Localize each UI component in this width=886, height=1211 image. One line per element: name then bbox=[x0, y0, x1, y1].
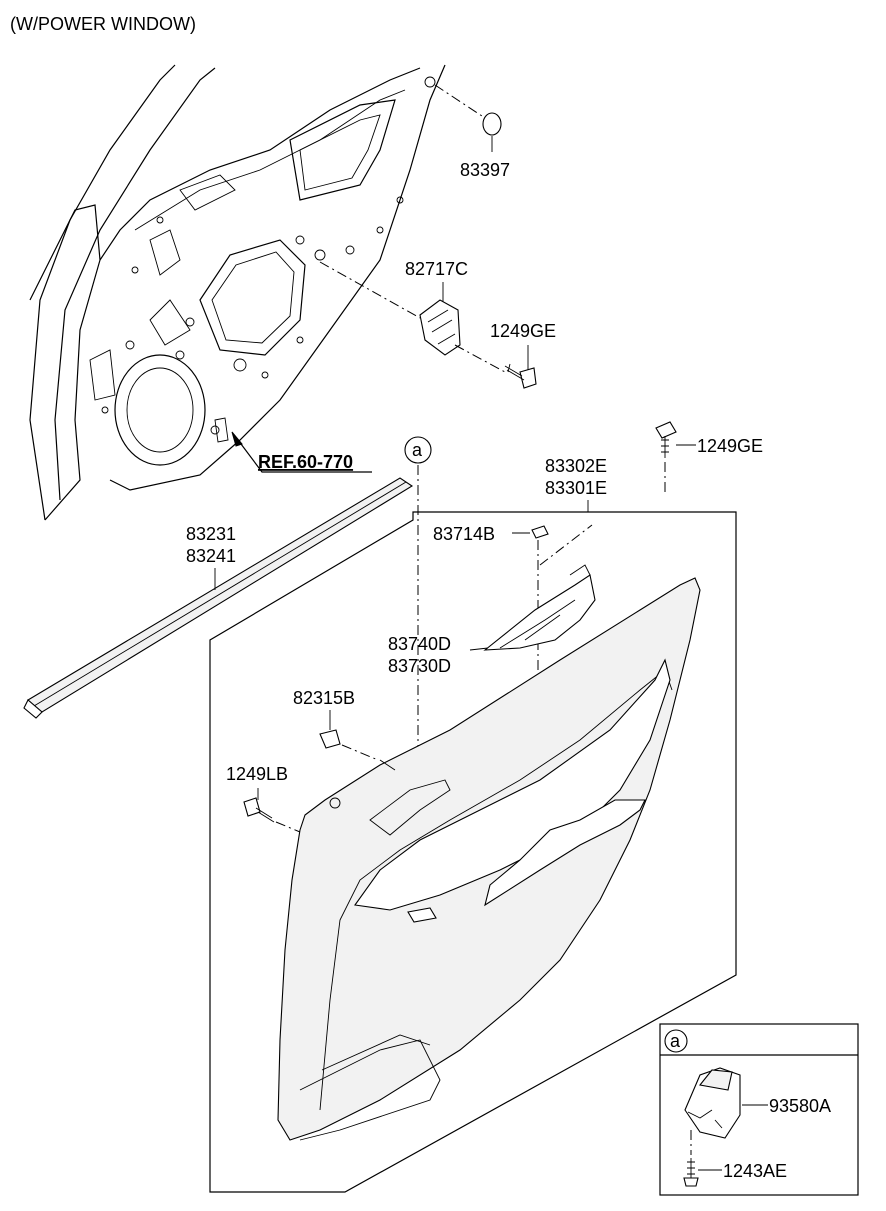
plug-83397-shape bbox=[482, 112, 502, 136]
screw-1249ge-lower-shape bbox=[655, 421, 677, 458]
part-label-83397: 83397 bbox=[460, 160, 510, 180]
screw-1249ge-upper-shape bbox=[504, 363, 537, 389]
weatherstrip-83231-shape bbox=[23, 477, 414, 719]
reference-label: REF.60-770 bbox=[258, 452, 353, 472]
callout-circle-a bbox=[404, 436, 432, 464]
inside-handle-83740d-shape bbox=[483, 564, 596, 651]
callout-letter-a: a bbox=[412, 440, 423, 460]
part-label-82315b: 82315B bbox=[293, 688, 355, 708]
part-label-83301e: 83301E bbox=[545, 478, 607, 498]
part-label-83714b: 83714B bbox=[433, 524, 495, 544]
part-label-82717c: 82717C bbox=[405, 259, 468, 279]
inset-callout-circle bbox=[664, 1029, 688, 1053]
part-label-1243ae: 1243AE bbox=[723, 1161, 787, 1181]
window-switch-93580a-shape bbox=[684, 1067, 741, 1139]
screw-1243ae-shape bbox=[683, 1158, 699, 1187]
door-trim-panel-shape bbox=[277, 577, 701, 1141]
inset-callout-letter: a bbox=[670, 1031, 681, 1051]
clip-82315b-shape bbox=[319, 729, 341, 749]
part-label-83302e: 83302E bbox=[545, 456, 607, 476]
part-label-1249lb: 1249LB bbox=[226, 764, 288, 784]
clip-83714b-shape bbox=[531, 525, 549, 539]
trim-panel-outline-box bbox=[209, 511, 737, 1193]
part-label-1249ge-lower: 1249GE bbox=[697, 436, 763, 456]
part-label-83231: 83231 bbox=[186, 524, 236, 544]
diagram-title: (W/POWER WINDOW) bbox=[10, 14, 196, 34]
screw-1249lb-shape bbox=[243, 797, 275, 823]
part-label-83241: 83241 bbox=[186, 546, 236, 566]
bracket-82717c-shape bbox=[419, 299, 461, 356]
part-label-83740d: 83740D bbox=[388, 634, 451, 654]
door-inner-panel-illustration bbox=[29, 64, 446, 521]
inset-box-a: a 93580A 1243AE bbox=[659, 1023, 859, 1196]
part-label-83730d: 83730D bbox=[388, 656, 451, 676]
part-label-93580a: 93580A bbox=[769, 1096, 831, 1116]
part-label-1249ge-upper: 1249GE bbox=[490, 321, 556, 341]
